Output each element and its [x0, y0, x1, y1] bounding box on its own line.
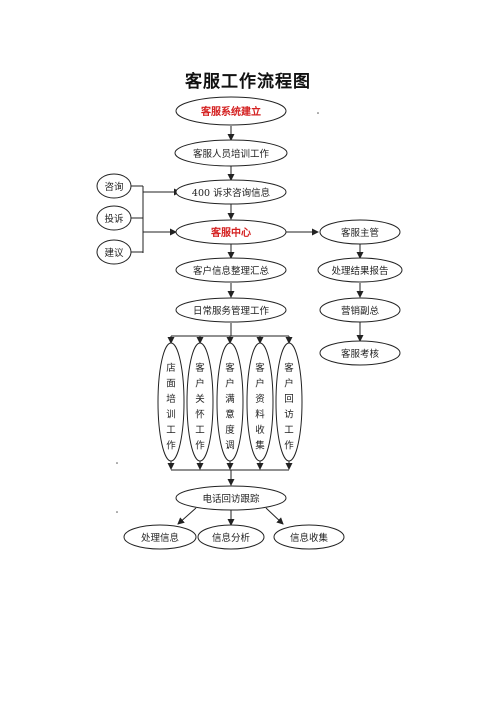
node-phone-followup-label: 电话回访跟踪 [202, 493, 260, 505]
vertical-char: 户 [195, 378, 205, 390]
node-result-report-label: 处理结果报告 [331, 265, 388, 277]
connector-lines [130, 126, 364, 526]
vertical-char: 培 [166, 393, 176, 405]
vertical-char: 访 [284, 410, 294, 421]
node-suggestion: 建议 [96, 239, 132, 265]
vertical-char: 料 [255, 409, 265, 421]
vertical-char: 户 [255, 378, 265, 390]
vertical-char: 工 [284, 425, 294, 436]
vertical-char: 资 [255, 394, 265, 405]
node-daily-service-label: 日常服务管理工作 [193, 305, 270, 317]
node-service-center: 客服中心 [175, 219, 287, 245]
stray-dot [317, 112, 319, 114]
node-complaint-label: 投诉 [104, 213, 124, 225]
arrow-to-handle [177, 507, 197, 525]
vertical-char: 店 [166, 362, 176, 374]
vertical-char: 度 [225, 424, 235, 436]
node-system-setup: 客服系统建立 [175, 96, 287, 126]
node-consult: 咨询 [96, 173, 132, 199]
node-hotline-label: 400 诉求咨询信息 [192, 187, 270, 199]
node-info-analysis: 信息分析 [197, 524, 265, 550]
vertical-char: 客 [284, 362, 294, 374]
vertical-char: 集 [255, 440, 265, 452]
vertical-item-2 [186, 342, 214, 462]
arrow-to-collect [265, 507, 284, 525]
node-handle-info: 处理信息 [123, 524, 197, 550]
vertical-char: 客 [255, 362, 265, 374]
vertical-item-5 [275, 342, 303, 462]
node-staff-training-label: 客服人员培训工作 [193, 148, 270, 160]
node-customer-info: 客户信息整理汇总 [175, 257, 287, 283]
vertical-char: 作 [195, 440, 205, 452]
vertical-char: 工 [195, 425, 205, 436]
node-phone-followup: 电话回访跟踪 [175, 485, 287, 511]
vertical-item-3 [216, 342, 244, 462]
node-customer-info-label: 客户信息整理汇总 [193, 265, 270, 277]
node-result-report: 处理结果报告 [317, 257, 403, 283]
vertical-char: 意 [225, 409, 235, 421]
vertical-char: 工 [166, 425, 176, 436]
stray-dot [116, 462, 118, 464]
vertical-char: 户 [225, 378, 235, 390]
node-assessment-label: 客服考核 [341, 348, 380, 360]
vertical-char: 作 [284, 440, 294, 452]
vertical-char: 训 [166, 410, 176, 421]
vertical-char: 调 [225, 441, 235, 452]
vertical-char: 收 [255, 424, 265, 436]
stray-dot [116, 511, 118, 513]
vertical-char: 面 [166, 379, 176, 390]
node-assessment: 客服考核 [319, 340, 401, 366]
node-info-collect-label: 信息收集 [290, 532, 329, 544]
node-service-center-label: 客服中心 [210, 226, 251, 239]
node-system-setup-label: 客服系统建立 [200, 105, 261, 118]
vertical-item-4 [246, 342, 274, 462]
node-info-collect: 信息收集 [273, 524, 345, 550]
page-title: 客服工作流程图 [185, 72, 311, 92]
node-info-analysis-label: 信息分析 [212, 532, 251, 544]
node-hotline: 400 诉求咨询信息 [175, 179, 287, 205]
vertical-char: 客 [195, 362, 205, 374]
vertical-char: 怀 [195, 409, 205, 421]
node-handle-info-label: 处理信息 [141, 532, 179, 544]
vertical-char: 回 [284, 394, 294, 405]
node-staff-training: 客服人员培训工作 [174, 139, 288, 167]
vertical-item-1 [157, 342, 185, 462]
node-consult-label: 咨询 [104, 181, 123, 193]
node-complaint: 投诉 [96, 205, 132, 231]
node-suggestion-label: 建议 [104, 247, 124, 259]
node-daily-service: 日常服务管理工作 [175, 297, 287, 323]
vertical-char: 满 [225, 394, 235, 405]
vertical-char: 客 [225, 362, 235, 374]
node-supervisor-label: 客服主管 [341, 227, 379, 239]
service-items-group [157, 342, 303, 462]
vertical-char: 关 [195, 393, 205, 405]
vertical-char: 户 [284, 378, 294, 390]
vertical-char: 作 [166, 440, 176, 452]
node-marketing-vp-label: 营销副总 [341, 305, 380, 317]
node-marketing-vp: 营销副总 [319, 297, 401, 323]
node-supervisor: 客服主管 [319, 219, 401, 245]
